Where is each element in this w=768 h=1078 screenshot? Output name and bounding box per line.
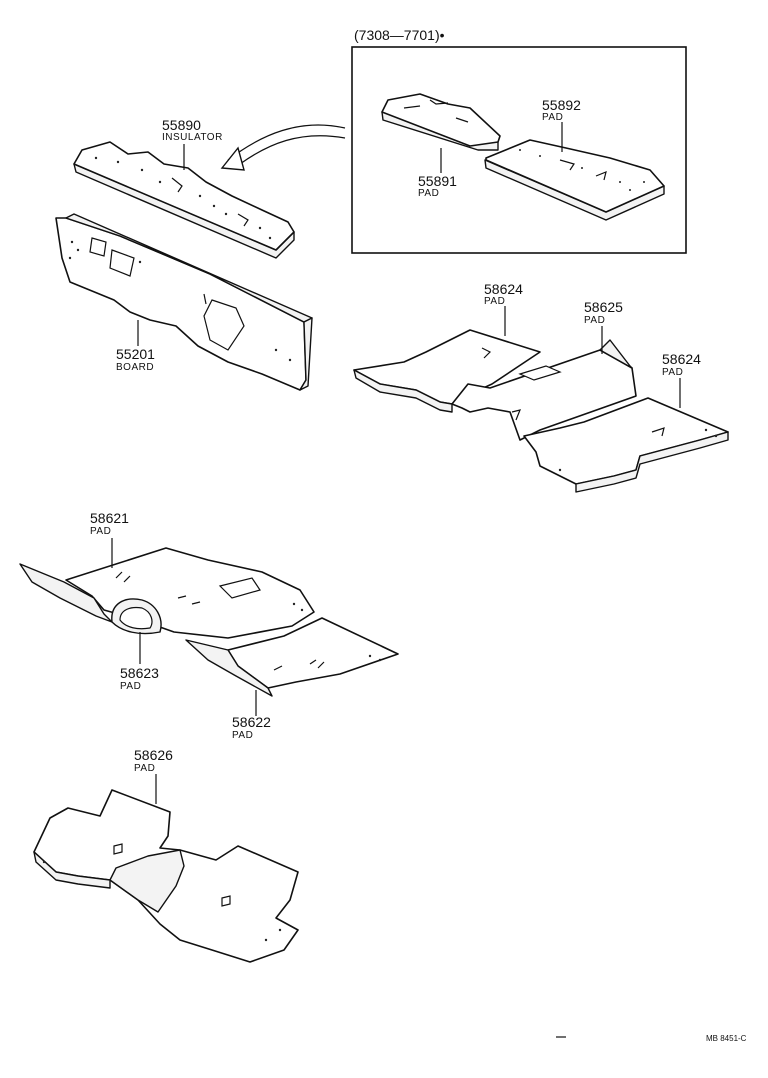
pad-58621-number: 58621 [90, 510, 129, 526]
insulator-number: 55890 [162, 117, 201, 133]
pad-58623-drawing [111, 598, 162, 635]
pad-58625-name: PAD [584, 315, 605, 326]
pad-58624-left-number: 58624 [484, 281, 523, 297]
reference-arrow [220, 124, 346, 171]
pad-58623-number: 58623 [120, 665, 159, 681]
pad-58624-right-drawing [523, 397, 729, 493]
pad-58624-left-name: PAD [484, 296, 505, 307]
pad-58626-drawing [33, 789, 299, 963]
pad-58626-name: PAD [134, 763, 155, 774]
pad-55892-number: 55892 [542, 97, 581, 113]
pad-58623-name: PAD [120, 681, 141, 692]
inset-date-range: (7308—7701)• [354, 27, 445, 43]
pad-58621-drawing [19, 547, 315, 639]
inset-box: (7308—7701)• 55891 PAD 55892 PAD [351, 27, 687, 254]
pad-55892-name: PAD [542, 112, 563, 123]
insulator-name: INSULATOR [162, 132, 223, 143]
board-name: BOARD [116, 362, 154, 373]
board-number: 55201 [116, 346, 155, 362]
pad-58622-drawing [185, 617, 399, 697]
pad-55892-drawing [484, 139, 665, 221]
insulator-drawing [73, 141, 295, 259]
pad-58621-name: PAD [90, 526, 111, 537]
pad-58625-drawing [451, 339, 637, 441]
pad-58626-number: 58626 [134, 747, 173, 763]
pad-58625-number: 58625 [584, 299, 623, 315]
board-drawing [55, 213, 313, 391]
pad-58622-name: PAD [232, 730, 253, 741]
pad-55891-number: 55891 [418, 173, 457, 189]
drawing-code: MB 8451-C [706, 1034, 747, 1043]
pad-58624-right-name: PAD [662, 367, 683, 378]
pad-58622-number: 58622 [232, 714, 271, 730]
pad-55891-name: PAD [418, 188, 439, 199]
pad-58624-right-number: 58624 [662, 351, 701, 367]
pad-55891-drawing [381, 93, 501, 151]
